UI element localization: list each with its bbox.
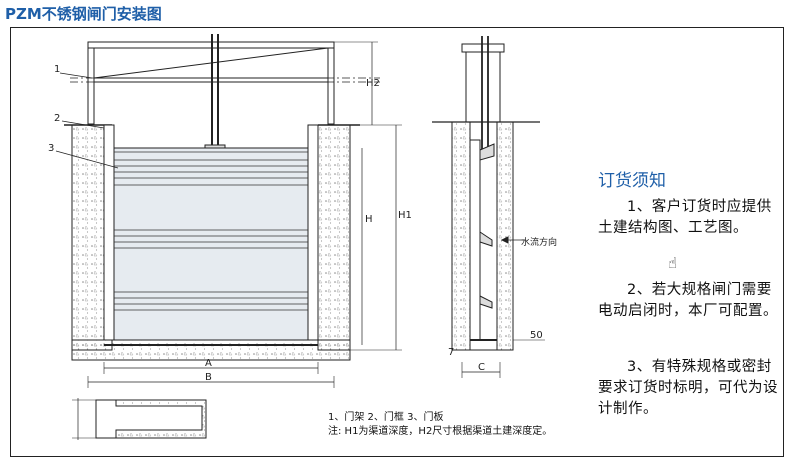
label-h: H: [365, 214, 373, 225]
callout-2: 2: [54, 113, 60, 124]
label-c: C: [478, 362, 485, 373]
order-notice-title: 订货须知: [598, 171, 666, 191]
side-view: [432, 36, 545, 378]
gate-leaf: [113, 147, 309, 341]
label-b: B: [205, 372, 212, 383]
right-wall: [317, 124, 351, 351]
page-title: PZM不锈钢闸门安装图: [5, 5, 162, 23]
front-view: [55, 34, 402, 388]
side-wall-right: [496, 121, 514, 351]
parts-legend: 1、门架 2、门框 3、门板: [328, 412, 444, 423]
callout-7: 7: [448, 347, 454, 358]
label-h1: H1: [398, 210, 412, 221]
embedded-detail: [72, 398, 207, 440]
frame-left-post: [87, 47, 95, 125]
label-a: A: [205, 358, 212, 369]
label-h2: H2: [366, 78, 380, 89]
label-50: 50: [530, 330, 543, 341]
side-wall-left: [451, 121, 471, 351]
order-notice-item: 1、客户订货时应提供土建结构图、工艺图。: [598, 199, 772, 236]
hand-cursor-icon: ☝: [668, 254, 678, 272]
channel-floor: [71, 339, 351, 361]
side-gate-leaf: [469, 139, 481, 341]
right-guide: [307, 124, 319, 341]
drawing-frame: [10, 27, 784, 457]
frame-right-post: [327, 47, 335, 125]
callout-3: 3: [48, 143, 54, 154]
flow-direction-label: 水流方向: [521, 236, 557, 248]
left-guide: [103, 124, 115, 341]
order-notice-item: 3、有特殊规格或密封要求订货时标明，可代为设计制作。: [598, 359, 778, 417]
side-top-beam: [461, 43, 505, 53]
callout-1: 1: [54, 64, 60, 75]
order-notice-item: 2、若大规格闸门需要电动启闭时，本厂可配置。: [598, 282, 778, 319]
drawing-note: 注: H1为渠道深度，H2尺寸根据渠道土建深度定。: [328, 426, 553, 437]
